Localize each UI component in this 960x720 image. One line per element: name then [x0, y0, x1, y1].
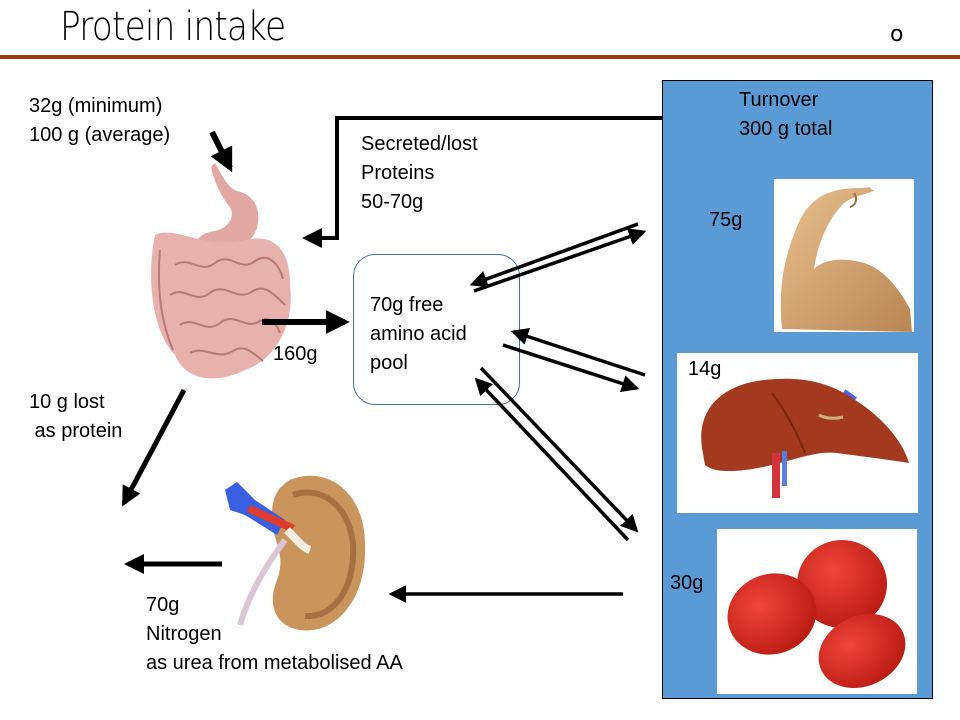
- corner-mark: o: [890, 22, 904, 47]
- pool-to-muscle-arrow: [473, 228, 647, 293]
- secreted-line2: Proteins: [361, 162, 435, 184]
- pool-label-line2: amino acid: [370, 323, 467, 345]
- kidney-image: [215, 460, 375, 640]
- pool-to-liver-arrow: [502, 343, 640, 393]
- muscle-amount: 75g: [709, 209, 743, 231]
- turnover-total: 300 g total: [739, 118, 833, 140]
- turnover-heading: Turnover: [739, 86, 818, 115]
- liver-icon: [701, 378, 909, 498]
- urea-line2: Nitrogen: [146, 623, 222, 645]
- rbc-to-pool-arrow: [474, 377, 630, 542]
- lost-line1: 10 g lost: [29, 391, 105, 413]
- lost-line2: as protein: [29, 420, 123, 442]
- flexed-arm-icon: [780, 187, 912, 332]
- turnover-title: Turnover: [739, 89, 819, 111]
- urea-line1: 70g: [146, 594, 180, 616]
- liver-image: [677, 353, 918, 513]
- rbc-image: [717, 529, 917, 694]
- secreted-line1: Secreted/lost: [361, 133, 478, 155]
- intake-minimum: 32g (minimum): [29, 95, 163, 117]
- intake-average: 100 g (average): [29, 124, 171, 146]
- liver-to-pool-arrow: [510, 328, 646, 377]
- pool-to-rbc-arrow: [479, 366, 639, 533]
- pool-label-line3: pool: [370, 352, 408, 374]
- secreted-return-arrow: [302, 116, 662, 248]
- liver-amount: 14g: [688, 358, 722, 380]
- intake-arrow: [209, 130, 233, 173]
- muscle-image: [774, 179, 914, 332]
- red-blood-cells-icon: [727, 540, 906, 688]
- absorbed-amount: 160g: [273, 343, 318, 365]
- secreted-line3: 50-70g: [361, 191, 424, 213]
- title-divider: [0, 55, 960, 59]
- slide-title: Protein intake: [60, 4, 286, 50]
- pool-label-line1: 70g free: [370, 294, 444, 316]
- kidney-icon: [225, 475, 366, 631]
- protein-loss-arrow: [121, 388, 187, 507]
- rbc-amount: 30g: [670, 572, 704, 594]
- muscle-to-pool-arrow: [469, 222, 639, 288]
- urea-line3: as urea from metabolised AA: [146, 652, 403, 674]
